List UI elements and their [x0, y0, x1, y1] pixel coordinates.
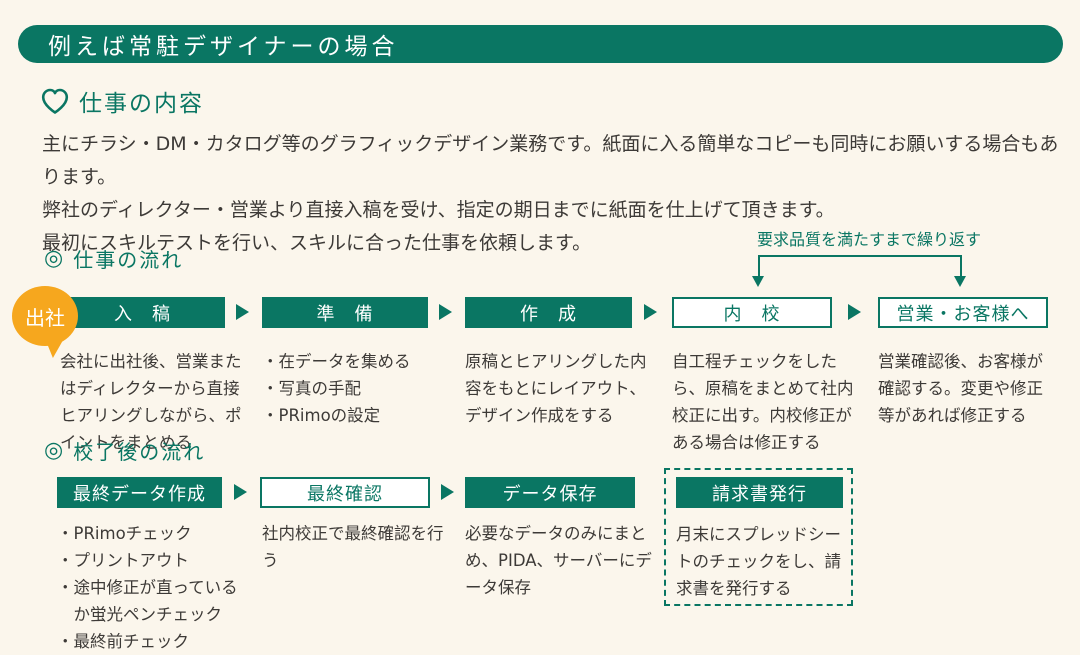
repeat-annotation: 要求品質を満たすまで繰り返す — [757, 230, 982, 249]
arrow-down-icon — [752, 276, 764, 287]
section-heading-work-flow: ◎ 仕事の流れ — [44, 244, 183, 273]
repeat-bracket-line — [758, 255, 962, 278]
flow-step-sakusei: 作 成 — [465, 297, 632, 328]
heart-icon — [40, 87, 70, 115]
flow-step-invoice-issue: 請求書発行 — [676, 477, 843, 508]
invoice-dashed-container — [664, 468, 853, 606]
flow-desc-eigyo: 営業確認後、お客様が確認する。変更や修正等があれば修正する — [878, 352, 1043, 425]
arrow-right-icon — [439, 304, 452, 320]
intro-line: 弊社のディレクター・営業より直接入稿を受け、指定の期日までに紙面を仕上げて頂きま… — [42, 199, 835, 221]
shussha-badge: 出社 — [12, 286, 78, 346]
after-flow-heading: 校了後の流れ — [73, 440, 206, 464]
arrow-down-icon — [954, 276, 966, 287]
flow-step-naiko: 内 校 — [672, 297, 832, 328]
job-content-heading: 仕事の内容 — [79, 91, 204, 117]
flow-step-junbi: 準 備 — [262, 297, 428, 328]
flow-step-final-data: 最終データ作成 — [57, 477, 222, 508]
flow-desc-data-save: 必要なデータのみにまとめ、PIDA、サーバーにデータ保存 — [465, 524, 652, 597]
page-title-bar: 例えば常駐デザイナーの場合 — [18, 25, 1063, 63]
arrow-right-icon — [234, 484, 247, 500]
flow-desc-final-check: 社内校正で最終確認を行う — [262, 524, 444, 570]
flow-desc-nyuko: 会社に出社後、営業またはディレクターから直接ヒアリングしながら、ポイントをまとめ… — [60, 352, 242, 452]
job-content-paragraph: 主にチラシ・DM・カタログ等のグラフィックデザイン業務です。紙面に入る簡単なコピ… — [42, 128, 1066, 260]
flow-desc-invoice-issue: 月末にスプレッドシートのチェックをし、請求書を発行する — [676, 525, 841, 598]
arrow-right-icon — [848, 304, 861, 320]
flow-desc-junbi: ・在データを集める ・写真の手配 ・PRimoの設定 — [262, 352, 411, 425]
intro-line: 主にチラシ・DM・カタログ等のグラフィックデザイン業務です。紙面に入る簡単なコピ… — [42, 133, 1059, 188]
double-circle-icon: ◎ — [44, 246, 66, 271]
arrow-right-icon — [644, 304, 657, 320]
double-circle-icon: ◎ — [44, 438, 66, 463]
flow-step-data-save: データ保存 — [465, 477, 635, 508]
section-heading-after-flow: ◎ 校了後の流れ — [44, 436, 205, 465]
intro-line: 最初にスキルテストを行い、スキルに合った仕事を依頼します。 — [42, 232, 592, 254]
arrow-right-icon — [441, 484, 454, 500]
shussha-badge-label: 出社 — [25, 305, 65, 330]
flow-desc-naiko: 自工程チェックをしたら、原稿をまとめて社内校正に出す。内校修正がある場合は修正す… — [672, 352, 854, 452]
flow-step-final-check: 最終確認 — [260, 477, 430, 508]
flow-desc-final-data: ・PRimoチェック ・プリントアウト ・途中修正が直っている か蛍光ペンチェッ… — [57, 524, 238, 651]
flow-step-nyuko: 入 稿 — [60, 297, 225, 328]
page-title: 例えば常駐デザイナーの場合 — [48, 34, 399, 60]
flow-desc-sakusei: 原稿とヒアリングした内容をもとにレイアウト、デザイン作成をする — [465, 352, 647, 425]
flow-step-eigyo: 営業・お客様へ — [878, 297, 1048, 328]
arrow-right-icon — [236, 304, 249, 320]
work-flow-heading: 仕事の流れ — [73, 248, 184, 272]
section-heading-job-content: 仕事の内容 — [40, 84, 204, 118]
